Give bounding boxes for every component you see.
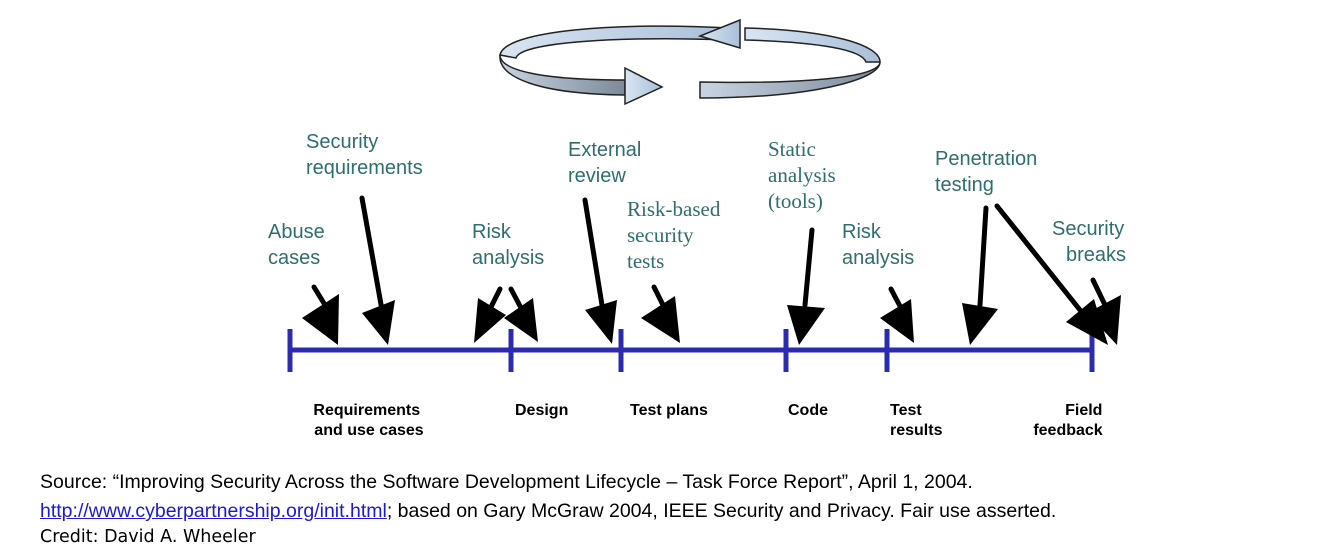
- label-penetration-testing: Penetration testing: [935, 148, 1043, 196]
- credit-line: Credit: David A. Wheeler: [40, 527, 256, 547]
- source-citation: Source: “Improving Security Across the S…: [40, 468, 1310, 526]
- label-security-breaks: Security breaks: [1052, 218, 1130, 266]
- source-link[interactable]: http://www.cyberpartnership.org/init.htm…: [40, 500, 387, 522]
- arrow-abuse-cases: [302, 284, 339, 345]
- source-prefix: Source: “Improving Security Across the S…: [40, 471, 973, 493]
- label-static-analysis: Static analysis (tools): [768, 137, 841, 213]
- cycle-arrow-icon: [499, 18, 881, 106]
- timeline: [287, 329, 1095, 372]
- arrow-security-breaks: [1087, 277, 1121, 345]
- arrow-penetration-testing-1: [962, 205, 998, 345]
- label-risk-based-security-tests: Risk-based security tests: [627, 197, 726, 273]
- phase-design: Design: [515, 402, 568, 419]
- arrow-risk-analysis-design-right: [504, 286, 538, 342]
- activity-arrows: [302, 195, 1121, 345]
- phase-test-plans: Test plans: [630, 402, 708, 419]
- phase-code: Code: [788, 402, 828, 419]
- arrow-static-analysis: [787, 227, 825, 345]
- label-external-review: External review: [568, 139, 647, 187]
- phase-requirements: Requirements and use cases: [313, 402, 424, 439]
- label-abuse-cases: Abuse cases: [268, 221, 330, 269]
- label-risk-analysis-design: Risk analysis: [472, 221, 544, 269]
- arrow-external-review: [582, 197, 617, 344]
- phase-field-feedback: Field feedback: [1033, 402, 1107, 439]
- arrow-risk-analysis-design-left: [474, 286, 506, 343]
- source-suffix: ; based on Gary McGraw 2004, IEEE Securi…: [386, 500, 1057, 522]
- arrow-risk-analysis-test: [880, 286, 914, 343]
- label-risk-analysis-test: Risk analysis: [842, 221, 914, 269]
- arrow-security-requirements: [359, 195, 395, 345]
- arrow-risk-based-tests: [641, 284, 680, 343]
- phase-test-results: Test results: [890, 402, 943, 439]
- label-security-requirements: Security requirements: [306, 131, 423, 179]
